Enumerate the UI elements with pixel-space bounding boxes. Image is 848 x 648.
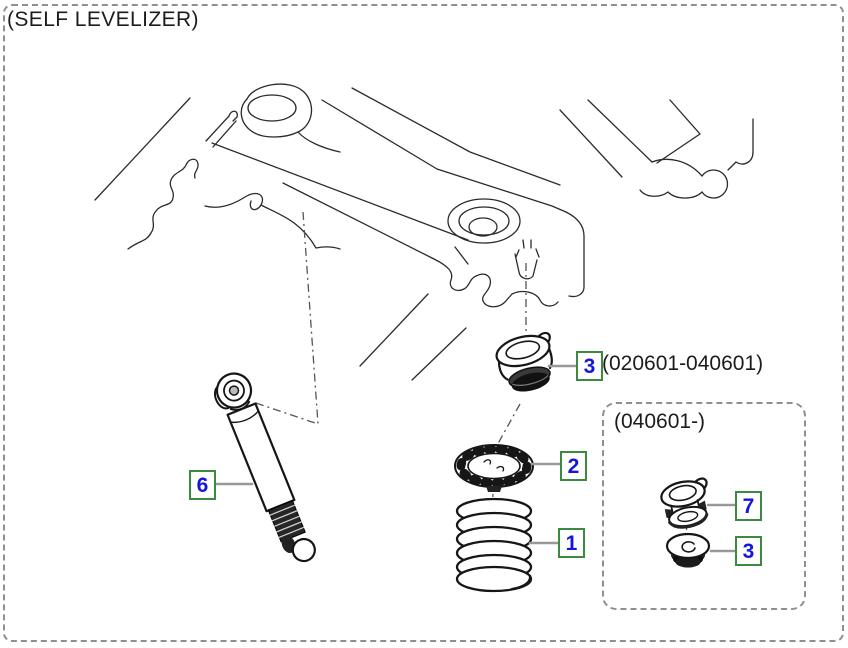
shock-absorber-drawing <box>213 372 316 563</box>
callout-3-bump-stopper-early[interactable]: 3 <box>576 351 603 381</box>
callout-leader-lines <box>214 364 737 553</box>
coil-spring-drawing <box>455 497 533 593</box>
bump-stopper-early-drawing <box>495 331 553 392</box>
callout-2-spring-seat[interactable]: 2 <box>560 451 587 481</box>
callout-1-coil-spring[interactable]: 1 <box>558 528 585 558</box>
diagram-title: (SELF LEVELIZER) <box>7 8 199 31</box>
callout-7-bushing[interactable]: 7 <box>735 491 762 521</box>
diagram-border <box>3 4 844 642</box>
chassis-drawing <box>94 83 754 381</box>
range-label-early: (020601-040601) <box>602 352 764 375</box>
callout-3-bump-stopper-late[interactable]: 3 <box>735 536 762 566</box>
inset-box <box>602 402 806 610</box>
bushing-drawing <box>660 477 709 529</box>
bump-stopper-late-drawing <box>665 532 711 568</box>
range-label-inset: (040601-) <box>614 410 706 433</box>
spring-seat-drawing <box>454 444 534 492</box>
callout-6-shock-absorber[interactable]: 6 <box>189 470 216 500</box>
